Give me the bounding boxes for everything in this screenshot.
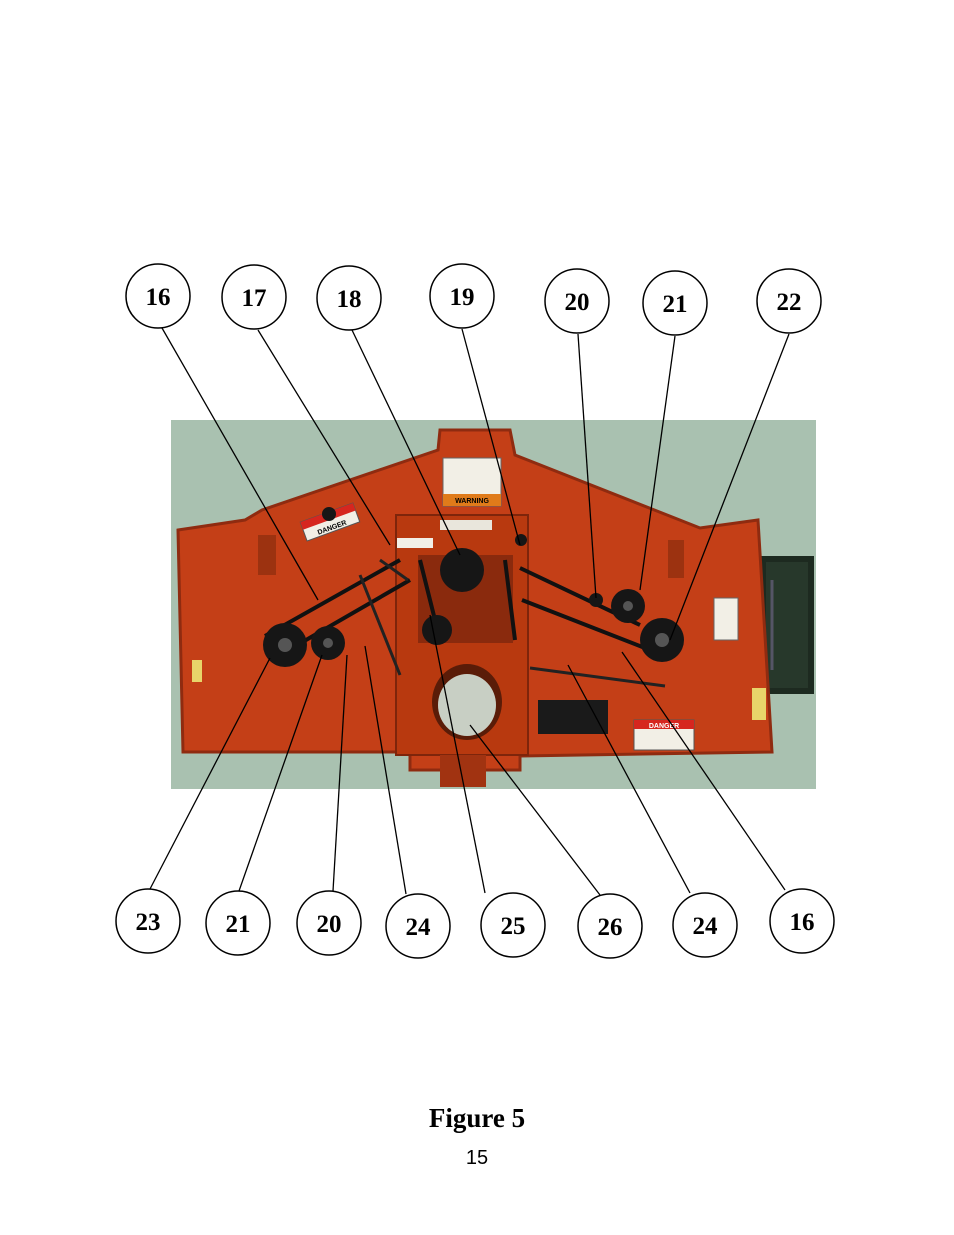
svg-text:21: 21 [226, 911, 251, 938]
callout-24-right: 24 [672, 892, 738, 958]
callout-26: 26 [577, 893, 643, 959]
svg-text:17: 17 [242, 285, 267, 312]
callout-19: 19 [429, 263, 495, 329]
danger-decal-right: DANGER [633, 719, 695, 751]
decals: WARNING DANGER DANGER [192, 457, 766, 751]
figure-caption: Figure 5 [428, 1103, 526, 1133]
callout-18: 18 [316, 265, 382, 331]
warning-decal-text: WARNING [455, 498, 489, 505]
svg-text:16: 16 [146, 284, 171, 311]
callout-21-top: 21 [642, 270, 708, 336]
svg-text:20: 20 [317, 911, 342, 938]
svg-text:20: 20 [565, 289, 590, 316]
callout-16-top: 16 [125, 263, 191, 329]
label-strip [440, 520, 492, 530]
svg-text:24: 24 [406, 914, 432, 941]
pulleys [263, 507, 684, 667]
callout-17: 17 [221, 264, 287, 330]
svg-text:16: 16 [790, 909, 815, 936]
arrow-decal [397, 538, 433, 548]
pulley-center-lower [422, 615, 452, 645]
svg-text:22: 22 [777, 289, 802, 316]
callout-24-left: 24 [385, 893, 451, 959]
danger-decal-right-text: DANGER [649, 723, 679, 730]
spring-anchor [515, 534, 527, 546]
callout-23: 23 [115, 888, 181, 954]
discharge-chute [760, 556, 814, 694]
callout-25: 25 [480, 892, 546, 958]
pulley-small-right [589, 593, 603, 607]
small-decal-left [192, 660, 202, 682]
svg-text:19: 19 [450, 284, 475, 311]
callouts-bottom: 23 21 20 24 25 26 24 16 [115, 888, 835, 959]
pivot-knob [322, 507, 336, 521]
callout-22: 22 [756, 268, 822, 334]
svg-text:25: 25 [501, 913, 526, 940]
small-decal-right [713, 597, 739, 641]
svg-text:18: 18 [337, 286, 362, 313]
svg-text:21: 21 [663, 291, 688, 318]
callouts-top: 16 17 18 19 20 21 22 [125, 263, 822, 336]
callout-16-bottom: 16 [769, 888, 835, 954]
small-decal-edge [752, 688, 766, 720]
warning-decal: WARNING [442, 457, 502, 507]
page-number: 15 [465, 1147, 489, 1169]
svg-text:24: 24 [693, 913, 719, 940]
callout-21-bottom: 21 [205, 890, 271, 956]
callout-20-bottom: 20 [296, 890, 362, 956]
callout-20-top: 20 [544, 268, 610, 334]
svg-text:23: 23 [136, 909, 161, 936]
leader-lines [149, 327, 790, 896]
pulley-center [440, 548, 484, 592]
svg-text:26: 26 [598, 914, 623, 941]
